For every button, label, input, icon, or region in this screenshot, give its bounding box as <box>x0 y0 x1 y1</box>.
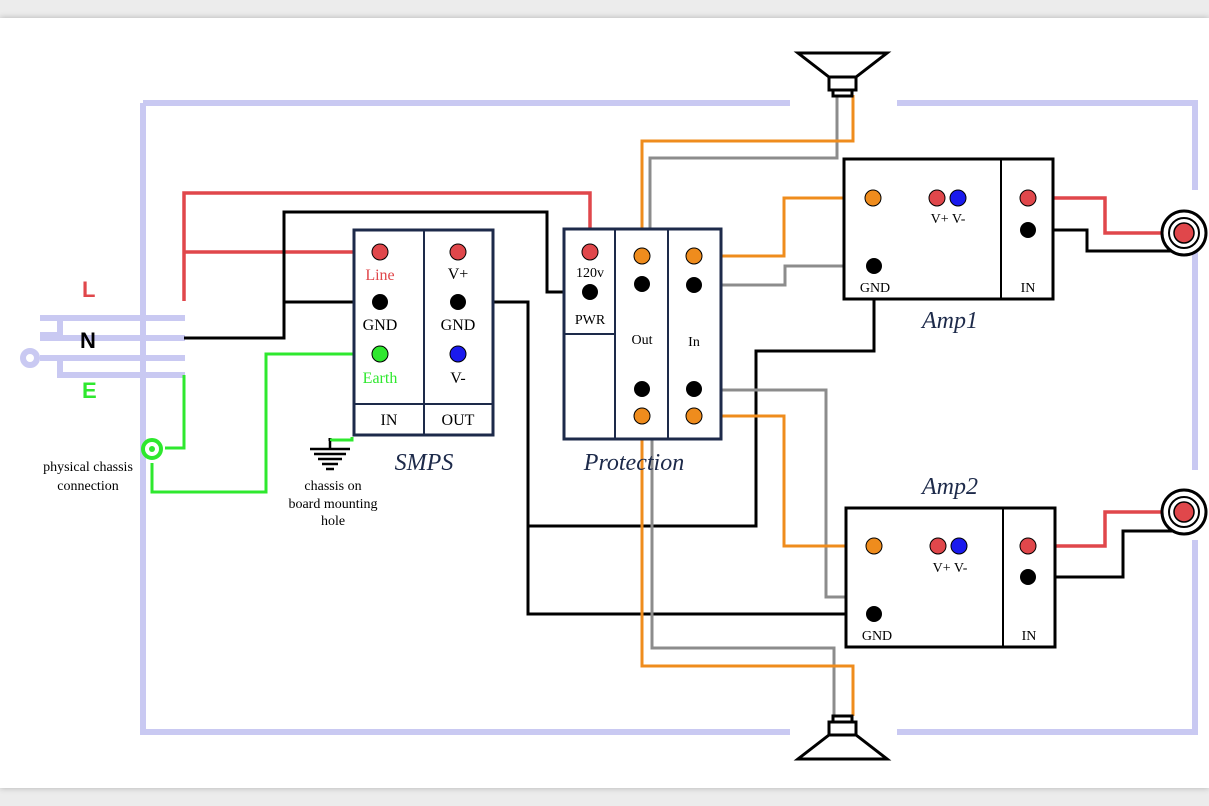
protection-out-bottom-black[interactable] <box>634 381 650 397</box>
mains-n-label: N <box>80 328 96 353</box>
smps-out-label: OUT <box>442 412 475 429</box>
chassis-outline <box>140 100 1198 735</box>
amp1-gnd-label: GND <box>860 281 890 296</box>
smps-line-terminal[interactable] <box>371 243 389 261</box>
amp1-vpm-label: V+ V- <box>931 212 966 227</box>
ground-icon <box>310 441 350 471</box>
amp2-in-minus-terminal[interactable] <box>1020 569 1036 585</box>
protection-out-bottom-orange[interactable] <box>633 407 651 425</box>
amp1-in-plus-terminal[interactable] <box>1019 189 1037 207</box>
protection-in-bottom-orange[interactable] <box>685 407 703 425</box>
protection-120v-terminal[interactable] <box>581 243 599 261</box>
smps-out-gnd-label: GND <box>441 317 476 334</box>
smps-in-gnd-terminal[interactable] <box>372 294 388 310</box>
amp1-speaker-terminal[interactable] <box>864 189 882 207</box>
amp2-vminus-terminal[interactable] <box>950 537 968 555</box>
protection-120v-label: 120v <box>576 266 604 281</box>
smps-vminus-terminal[interactable] <box>449 345 467 363</box>
protection-in-label: In <box>688 335 700 350</box>
ground-note-line3: hole <box>321 514 345 529</box>
amp1-in-label: IN <box>1021 281 1036 296</box>
speaker-bottom-icon <box>793 714 892 761</box>
ground-note-line2: board mounting <box>288 497 377 512</box>
protection-pwr-label: PWR <box>575 313 606 328</box>
amp1-block <box>842 157 1055 301</box>
ground-note-line1: chassis on <box>304 479 361 494</box>
amp1-vminus-terminal[interactable] <box>949 189 967 207</box>
amp2-gnd-label: GND <box>862 629 892 644</box>
amp2-in-label: IN <box>1022 629 1037 644</box>
amp1-title: Amp1 <box>920 308 978 334</box>
amp2-vplus-terminal[interactable] <box>929 537 947 555</box>
smps-out-gnd-terminal[interactable] <box>450 294 466 310</box>
smps-in-gnd-label: GND <box>363 317 398 334</box>
chassis-note-line1: physical chassis <box>43 460 133 475</box>
protection-out-top-orange[interactable] <box>633 247 651 265</box>
protection-in-bottom-black[interactable] <box>686 381 702 397</box>
smps-vplus-label: V+ <box>448 266 469 283</box>
amp2-in-plus-terminal[interactable] <box>1019 537 1037 555</box>
mains-e-label: E <box>82 378 97 403</box>
mains-plug <box>20 315 185 378</box>
amp1-gnd-terminal[interactable] <box>866 258 882 274</box>
protection-pwr-terminal[interactable] <box>582 284 598 300</box>
earth-wires <box>150 352 380 494</box>
smps-block <box>352 228 495 437</box>
amp2-speaker-terminal[interactable] <box>865 537 883 555</box>
smps-earth-label: Earth <box>363 370 398 387</box>
amp2-vpm-label: V+ V- <box>933 561 968 576</box>
speaker-top-icon <box>793 51 892 98</box>
amp2-gnd-terminal[interactable] <box>866 606 882 622</box>
protection-title: Protection <box>583 450 684 476</box>
rca-jack-2-icon[interactable] <box>1160 488 1208 536</box>
smps-earth-terminal[interactable] <box>371 345 389 363</box>
protection-in-top-orange[interactable] <box>685 247 703 265</box>
smps-line-label: Line <box>365 267 394 284</box>
protection-in-top-black[interactable] <box>686 277 702 293</box>
line-wires <box>182 191 1184 548</box>
speaker-wires <box>640 95 874 716</box>
protection-out-top-black[interactable] <box>634 276 650 292</box>
smps-vplus-terminal[interactable] <box>449 243 467 261</box>
chassis-connection-center <box>149 446 155 452</box>
chassis-note-line2: connection <box>57 479 118 494</box>
smps-in-label: IN <box>381 412 398 429</box>
smps-vminus-label: V- <box>450 370 465 387</box>
amp1-vplus-terminal[interactable] <box>928 189 946 207</box>
amp1-in-minus-terminal[interactable] <box>1020 222 1036 238</box>
smps-title: SMPS <box>395 450 454 476</box>
protection-out-label: Out <box>632 333 653 348</box>
rca-jack-1-icon[interactable] <box>1160 209 1208 257</box>
amp2-title: Amp2 <box>920 474 978 500</box>
mains-l-label: L <box>82 277 95 302</box>
